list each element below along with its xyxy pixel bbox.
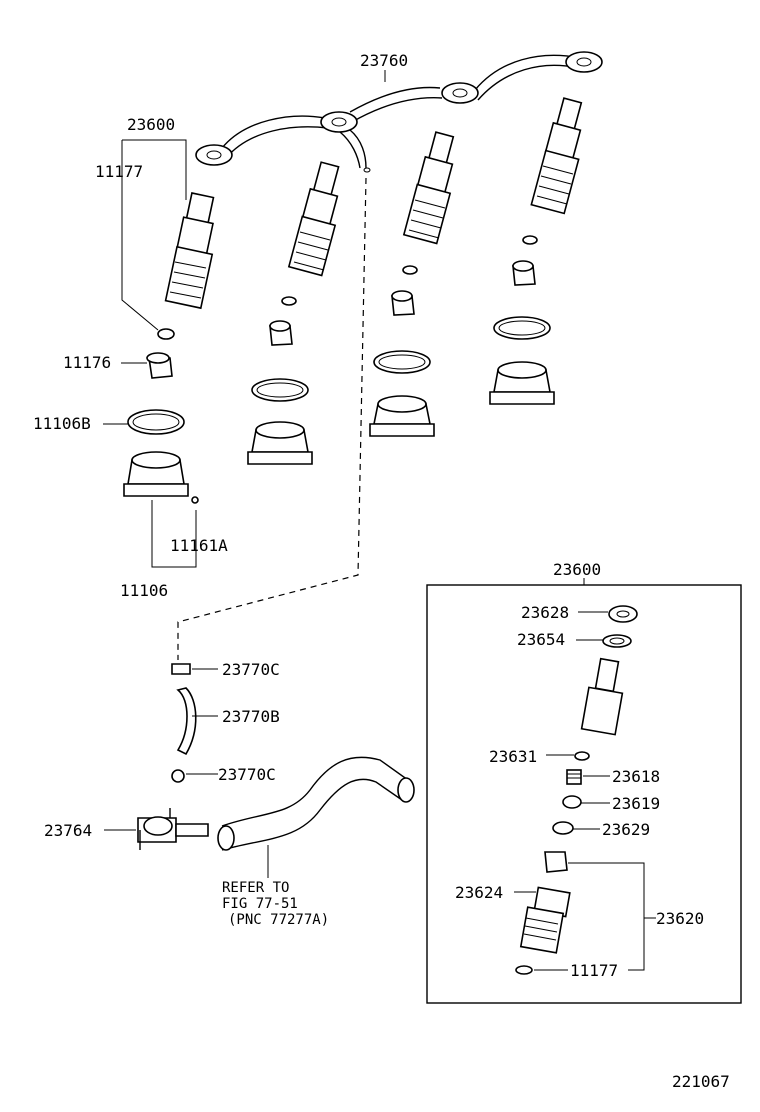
label-box-title: 23600: [553, 560, 601, 579]
label-gasket: 23654: [517, 630, 565, 649]
nozzle-holder-box: [426, 584, 742, 1004]
label-ball: 23631: [489, 747, 537, 766]
injector-1: [123, 192, 215, 504]
label-nozzle-holder-top: 23600: [127, 115, 175, 134]
label-hose: 23770B: [222, 707, 280, 726]
label-washer-bottom: 11177: [570, 961, 618, 980]
label-spring: 23618: [612, 767, 660, 786]
label-seat-1: 11176: [63, 353, 111, 372]
label-washer-top: 11177: [95, 162, 143, 181]
label-spring-seat: 23619: [612, 794, 660, 813]
refer-line-3: (PNC 77277A): [228, 912, 329, 928]
refer-line-1: REFER TO: [222, 880, 289, 896]
label-nozzle-set: 23620: [656, 909, 704, 928]
leak-off-hose: [137, 663, 209, 850]
label-hose-clip-top: 23770C: [222, 660, 280, 679]
label-ring-1: 11106B: [33, 414, 91, 433]
refer-line-2: FIG 77-51: [222, 896, 298, 912]
label-seal-1: 11106: [120, 581, 168, 600]
label-hose-clip-bottom: 23770C: [218, 765, 276, 784]
injector-3: [369, 131, 455, 437]
label-body: 23624: [455, 883, 503, 902]
injector-2: [247, 161, 340, 465]
label-union: 23764: [44, 821, 92, 840]
label-pin-1: 11161A: [170, 536, 228, 555]
overflow-pipe: [217, 756, 415, 851]
injection-pipe-assembly: [195, 51, 603, 173]
injector-4: [489, 97, 583, 405]
label-pipe-assy: 23760: [360, 51, 408, 70]
diagram-id: 221067: [672, 1072, 730, 1091]
label-spacer: 23629: [602, 820, 650, 839]
label-nut: 23628: [521, 603, 569, 622]
nozzle-holder-exploded: [515, 605, 638, 975]
